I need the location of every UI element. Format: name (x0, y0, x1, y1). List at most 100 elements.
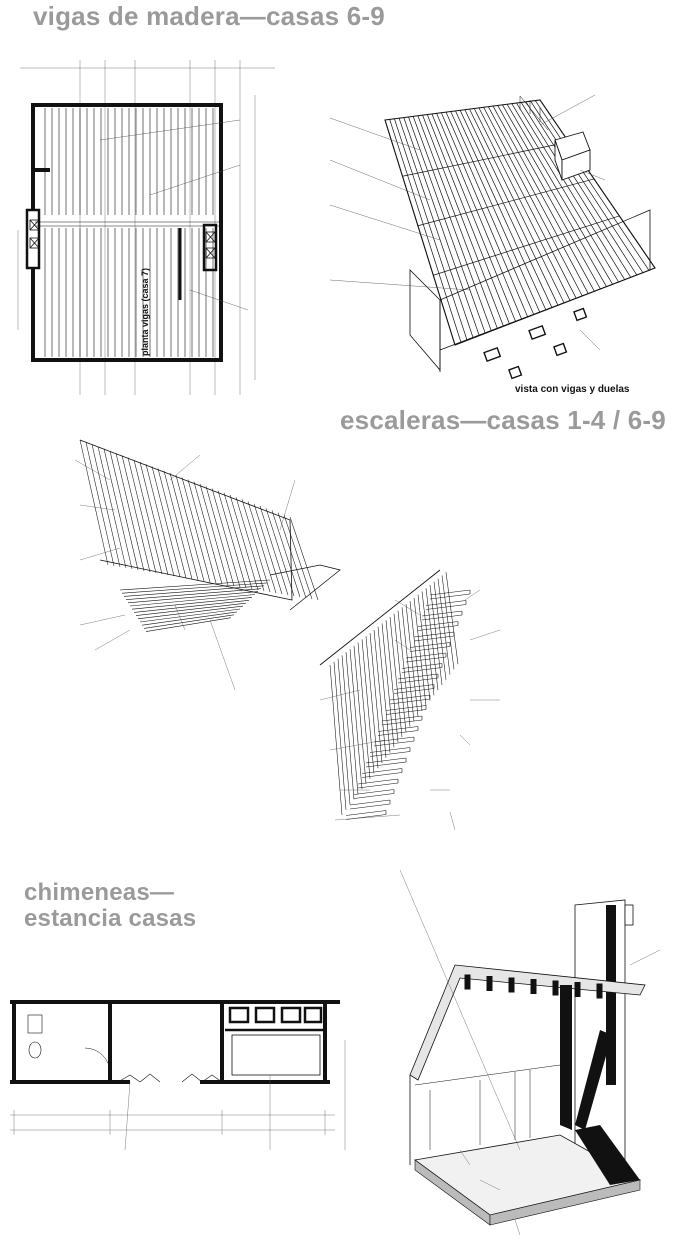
stair-tread (413, 635, 455, 642)
stair-tread (365, 757, 407, 764)
section-title-chimeneas: chimeneas—estancia casas (24, 879, 197, 933)
roof-beam (596, 983, 603, 999)
roof-beam (464, 974, 471, 990)
roof-joist (455, 110, 547, 311)
staircase-axonometric-1 (74, 439, 341, 691)
baluster (127, 457, 157, 574)
roof-joist (403, 117, 480, 336)
baluster (211, 488, 241, 588)
stair-tread (385, 709, 427, 715)
stair-tread (349, 803, 391, 810)
baluster (277, 512, 307, 599)
baluster (421, 591, 435, 696)
stair-tread (421, 610, 463, 617)
baluster (265, 508, 295, 597)
baluster (217, 490, 247, 589)
stair-tread (417, 621, 459, 627)
stair-tread (417, 625, 459, 631)
baluster (175, 475, 205, 582)
stair-tread (409, 642, 451, 648)
baluster (133, 459, 163, 575)
baluster (389, 616, 403, 738)
baluster (437, 578, 451, 675)
baluster (163, 470, 193, 580)
stair-tread (421, 614, 463, 621)
roof-joist (502, 104, 607, 287)
stair-tread (397, 677, 439, 684)
roof-joist (441, 112, 529, 318)
section-title-vigas: vigas de madera—casas 6-9 (33, 1, 385, 31)
stair-tread (429, 589, 471, 596)
roof-beam (508, 977, 515, 993)
stair-tread (377, 730, 419, 736)
baluster (381, 623, 395, 748)
baluster (103, 448, 133, 570)
baluster (241, 499, 271, 593)
roof-joist (450, 111, 541, 313)
stair-tread (429, 593, 471, 600)
roof-joist (488, 106, 589, 294)
baluster (405, 604, 419, 717)
stair-tread (409, 646, 451, 652)
baluster (79, 439, 109, 566)
baluster (373, 629, 387, 758)
roof-joist (530, 101, 644, 273)
baluster (361, 639, 375, 774)
roof-joist (464, 109, 559, 306)
roof-joist (398, 118, 474, 339)
stair-tread (393, 688, 435, 694)
stair-tread (385, 705, 427, 711)
section-title-escaleras: escaleras—casas 1-4 / 6-9 (340, 405, 666, 435)
stair-tread (127, 591, 259, 604)
chimney-floor-plan (10, 1000, 346, 1151)
stair-tread (425, 600, 467, 606)
baluster (445, 572, 459, 665)
stair-tread (123, 585, 265, 597)
baluster (109, 450, 139, 571)
roof-joist (412, 116, 492, 332)
stair-tread (357, 782, 399, 789)
baluster (349, 648, 363, 790)
roof-joist (516, 102, 625, 280)
roof-joist (492, 105, 595, 292)
roof-joist (478, 107, 577, 299)
roof-joist (520, 102, 632, 278)
stair-tread (349, 799, 391, 806)
baluster (357, 642, 371, 779)
baluster (91, 444, 121, 568)
roof-joist (459, 110, 553, 308)
baluster (151, 466, 181, 578)
baluster (413, 597, 427, 706)
baluster (223, 492, 253, 590)
stair-tread (405, 652, 447, 659)
baluster (341, 655, 355, 800)
baluster (409, 600, 423, 712)
roof-joist (422, 115, 504, 327)
baluster (199, 483, 229, 586)
stair-tread (377, 726, 419, 732)
stair-tread (137, 605, 244, 620)
roof-joist (431, 113, 516, 322)
roof-joist (525, 101, 638, 276)
stair-tread (145, 617, 232, 632)
stair-tread (381, 715, 423, 722)
stair-tread (373, 740, 415, 747)
stair-tread (397, 673, 439, 680)
roof-joist (436, 113, 522, 320)
baluster (377, 626, 391, 753)
roof-joist (473, 108, 571, 301)
roof-joist (426, 114, 510, 325)
roof-joist (394, 118, 468, 341)
roof-joist (483, 107, 583, 297)
baluster (253, 503, 283, 595)
stair-tread (373, 736, 415, 743)
stair-tread (357, 778, 399, 785)
baluster (97, 446, 127, 569)
stair-tread (369, 751, 411, 757)
stair-tread (119, 579, 271, 591)
baluster (145, 464, 175, 577)
roof-joist (469, 108, 565, 304)
roof-joist (408, 116, 486, 334)
baluster (289, 516, 319, 601)
